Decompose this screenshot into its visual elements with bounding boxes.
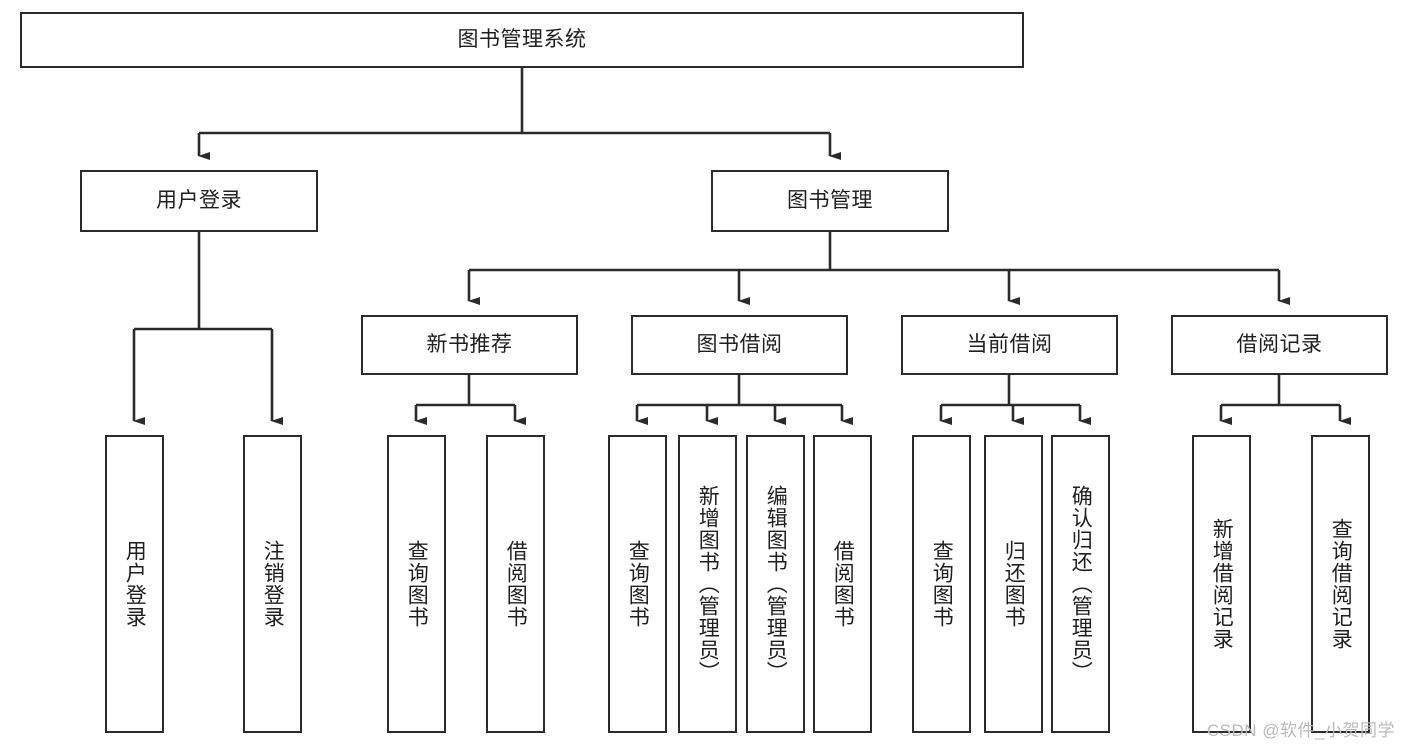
node-leaf-return-book-label: 归还图书 [1002, 540, 1026, 628]
node-leaf-query-book-2-label: 查询图书 [626, 540, 650, 628]
node-book-manage-label: 图书管理 [787, 189, 873, 213]
edge-group-book-manage [467, 232, 1290, 305]
node-leaf-borrow-book-1-label: 借阅图书 [504, 540, 528, 628]
edge-group-current-borrow [939, 375, 1091, 425]
node-leaf-query-book-1-label: 查询图书 [405, 540, 429, 628]
node-borrow-record-label: 借阅记录 [1236, 333, 1323, 357]
node-root[interactable]: 图书管理系统 [20, 12, 1024, 68]
node-leaf-return-book[interactable]: 归还图书 [984, 435, 1043, 733]
node-leaf-query-book-3[interactable]: 查询图书 [912, 435, 971, 733]
node-leaf-edit-book[interactable]: 编辑图书（管理员） [746, 435, 805, 733]
edge-group-new-book-rec [414, 375, 526, 425]
edge-group-user-login [132, 232, 283, 425]
node-leaf-query-book-2[interactable]: 查询图书 [608, 435, 667, 733]
node-leaf-add-book[interactable]: 新增图书（管理员） [678, 435, 737, 733]
node-leaf-logout[interactable]: 注销登录 [243, 435, 302, 733]
edge-group-book-borrow [635, 375, 853, 425]
node-leaf-logout-label: 注销登录 [261, 540, 285, 628]
node-leaf-user-login[interactable]: 用户登录 [105, 435, 164, 733]
edge-group-borrow-record [1219, 375, 1351, 425]
node-current-borrow-label: 当前借阅 [966, 333, 1053, 357]
node-new-book-recommend[interactable]: 新书推荐 [361, 315, 578, 375]
node-leaf-add-borrow-record-label: 新增借阅记录 [1210, 518, 1234, 650]
node-leaf-query-book-1[interactable]: 查询图书 [387, 435, 446, 733]
node-user-login-label: 用户登录 [156, 189, 242, 213]
node-borrow-record[interactable]: 借阅记录 [1171, 315, 1388, 375]
node-leaf-query-book-3-label: 查询图书 [930, 540, 954, 628]
node-leaf-confirm-return[interactable]: 确认归还（管理员） [1051, 435, 1110, 733]
node-leaf-borrow-book-1[interactable]: 借阅图书 [486, 435, 545, 733]
node-book-manage[interactable]: 图书管理 [711, 170, 949, 232]
node-current-borrow[interactable]: 当前借阅 [901, 315, 1118, 375]
node-leaf-query-borrow-record[interactable]: 查询借阅记录 [1311, 435, 1370, 733]
node-new-book-recommend-label: 新书推荐 [426, 333, 513, 357]
edge-group-root [197, 68, 841, 160]
node-root-label: 图书管理系统 [457, 28, 587, 52]
node-leaf-add-book-label: 新增图书（管理员） [696, 485, 720, 683]
node-leaf-borrow-book-2[interactable]: 借阅图书 [813, 435, 872, 733]
node-user-login[interactable]: 用户登录 [80, 170, 318, 232]
node-leaf-query-borrow-record-label: 查询借阅记录 [1329, 518, 1353, 650]
node-leaf-borrow-book-2-label: 借阅图书 [831, 540, 855, 628]
node-leaf-edit-book-label: 编辑图书（管理员） [764, 485, 788, 683]
node-book-borrow-label: 图书借阅 [696, 333, 783, 357]
node-leaf-add-borrow-record[interactable]: 新增借阅记录 [1192, 435, 1251, 733]
node-leaf-user-login-label: 用户登录 [123, 540, 147, 628]
node-leaf-confirm-return-label: 确认归还（管理员） [1069, 485, 1093, 683]
node-book-borrow[interactable]: 图书借阅 [631, 315, 848, 375]
